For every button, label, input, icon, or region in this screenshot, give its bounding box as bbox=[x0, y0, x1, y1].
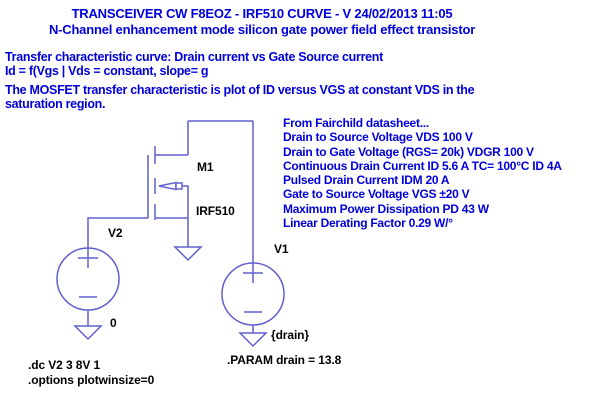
mosfet-body-arrow-icon bbox=[158, 181, 177, 191]
schematic-subtitle: N-Channel enhancement mode silicon gate … bbox=[48, 22, 476, 37]
v1-value-label[interactable]: {drain} bbox=[271, 328, 309, 342]
mosfet-model-label[interactable]: IRF510 bbox=[196, 204, 235, 218]
datasheet-notes: From Fairchild datasheet... Drain to Sou… bbox=[283, 116, 562, 230]
mosfet-arrow-tail bbox=[175, 182, 183, 190]
description-line-3: The MOSFET transfer characteristic is pl… bbox=[5, 83, 475, 97]
v1-designator-label[interactable]: V1 bbox=[274, 242, 289, 256]
wire-gate-to-v2[interactable] bbox=[87, 217, 148, 248]
datasheet-line: From Fairchild datasheet... bbox=[283, 116, 429, 130]
datasheet-line: Drain to Gate Voltage (RGS= 20k) VDGR 10… bbox=[283, 144, 534, 159]
voltage-source-v1[interactable] bbox=[221, 262, 285, 333]
datasheet-line: Pulsed Drain Current IDM 20 A bbox=[283, 173, 450, 188]
mosfet-designator-label[interactable]: M1 bbox=[197, 160, 214, 174]
v2-designator-label[interactable]: V2 bbox=[108, 226, 123, 240]
mosfet-body-link bbox=[182, 185, 189, 218]
datasheet-line: Drain to Source Voltage VDS 100 V bbox=[283, 130, 473, 145]
description-line-1: Transfer characteristic curve: Drain cur… bbox=[5, 50, 383, 64]
datasheet-line: Maximum Power Dissipation PD 43 W bbox=[283, 201, 489, 216]
description-line-2: Id = f(Vgs | Vds = constant, slope= g bbox=[5, 64, 209, 78]
options-directive[interactable]: .options plotwinsize=0 bbox=[28, 373, 155, 387]
voltage-source-v2[interactable] bbox=[56, 247, 120, 326]
description-line-4: saturation region. bbox=[5, 97, 106, 111]
ground-icon-source[interactable] bbox=[173, 246, 203, 262]
param-directive[interactable]: .PARAM drain = 13.8 bbox=[227, 353, 342, 367]
ground-icon-v2[interactable] bbox=[73, 325, 103, 341]
nmos-transistor-m1[interactable] bbox=[147, 121, 189, 247]
v2-value-label[interactable]: 0 bbox=[110, 316, 117, 330]
schematic-title: TRANSCEIVER CW F8EOZ - IRF510 CURVE - V … bbox=[71, 6, 453, 21]
ground-icon-v1[interactable] bbox=[238, 332, 268, 348]
datasheet-line: Gate to Source Voltage VGS ±20 V bbox=[283, 187, 470, 202]
datasheet-line: Linear Derating Factor 0.29 W/° bbox=[283, 216, 453, 231]
datasheet-line: Continuous Drain Current ID 5.6 A TC= 10… bbox=[283, 158, 562, 173]
dc-sweep-directive[interactable]: .dc V2 3 8V 1 bbox=[28, 358, 101, 372]
